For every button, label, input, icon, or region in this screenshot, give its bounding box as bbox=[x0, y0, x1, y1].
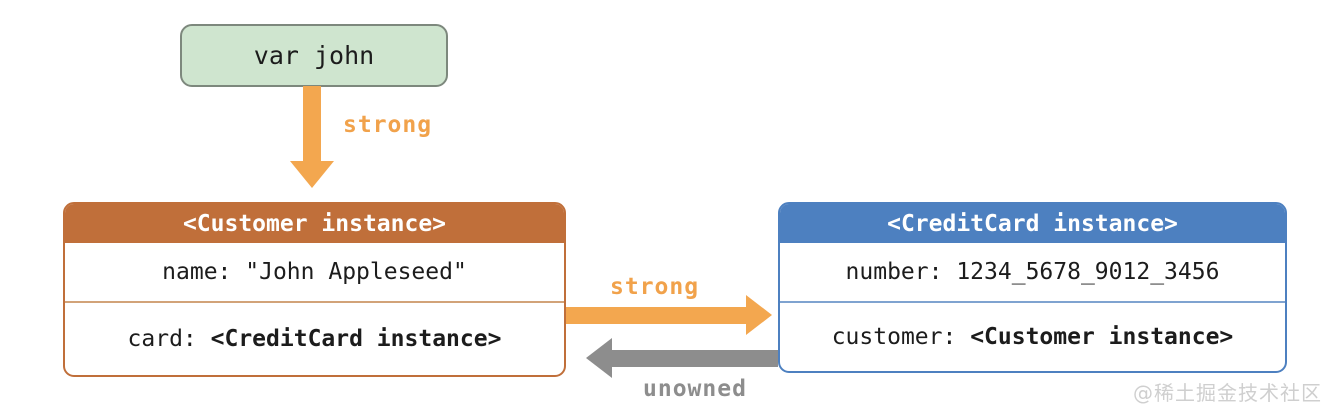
customer-row-divider bbox=[65, 301, 564, 303]
creditcard-number-value: 1234_5678_9012_3456 bbox=[956, 259, 1220, 285]
creditcard-customer-key: customer: bbox=[831, 324, 971, 350]
customer-name-key: name: bbox=[162, 259, 246, 285]
creditcard-row-divider bbox=[780, 301, 1285, 303]
customer-name-value: "John Appleseed" bbox=[245, 259, 467, 285]
creditcard-customer-row: customer: <Customer instance> bbox=[780, 303, 1285, 371]
customer-card-row: card: <CreditCard instance> bbox=[65, 303, 564, 375]
customer-card-key: card: bbox=[127, 326, 211, 352]
customer-card-value: <CreditCard instance> bbox=[210, 326, 502, 352]
unowned-left-arrow-head bbox=[586, 338, 612, 378]
watermark-text: @稀土掘金技术社区 bbox=[1133, 381, 1322, 405]
strong-right-arrow-head bbox=[746, 295, 772, 335]
creditcard-instance-box: <CreditCard instance> number: 1234_5678_… bbox=[778, 202, 1287, 373]
customer-name-row: name: "John Appleseed" bbox=[65, 243, 564, 301]
strong-label-top: strong bbox=[343, 112, 433, 138]
unowned-left-arrow-shaft bbox=[611, 350, 778, 367]
creditcard-number-row: number: 1234_5678_9012_3456 bbox=[780, 243, 1285, 301]
creditcard-number-key: number: bbox=[845, 259, 957, 285]
customer-instance-box: <Customer instance> name: "John Applesee… bbox=[63, 202, 566, 377]
creditcard-box-title: <CreditCard instance> bbox=[780, 204, 1285, 243]
strong-label-middle: strong bbox=[610, 274, 700, 300]
unowned-label: unowned bbox=[643, 376, 747, 402]
strong-down-arrow-head bbox=[290, 161, 334, 188]
creditcard-customer-value: <Customer instance> bbox=[970, 324, 1234, 350]
strong-down-arrow-shaft bbox=[303, 86, 321, 162]
var-john-box: var john bbox=[180, 24, 448, 87]
customer-box-title: <Customer instance> bbox=[65, 204, 564, 243]
var-john-label: var john bbox=[253, 41, 375, 70]
strong-right-arrow-shaft bbox=[566, 307, 748, 324]
